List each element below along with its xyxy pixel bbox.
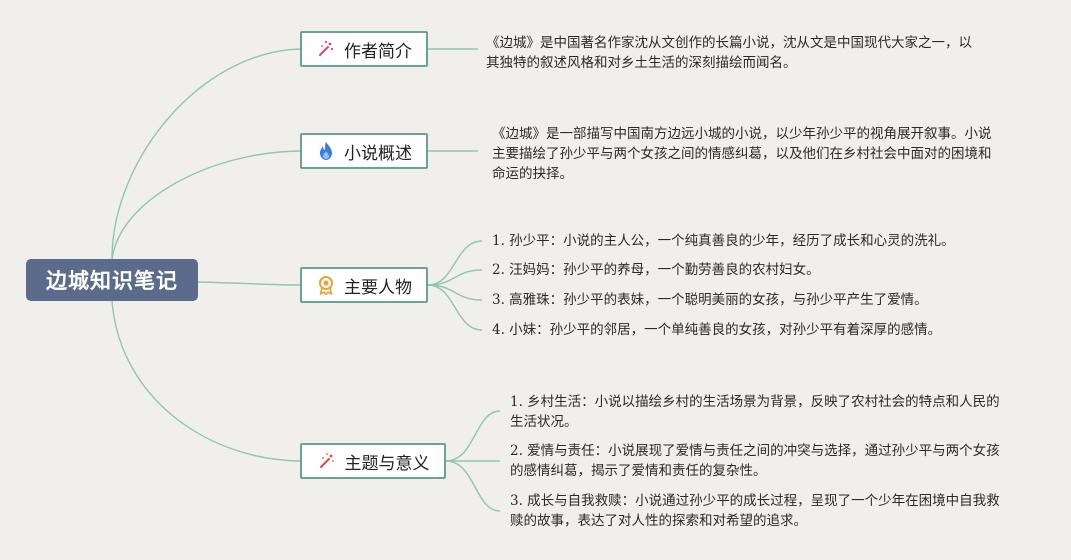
topic-label: 主题与意义 [344,453,430,474]
connector-root-topic-4 [111,300,301,462]
topic-author-intro[interactable]: 作者简介 [300,31,428,67]
root-topic[interactable]: 边城知识笔记 [26,259,198,301]
connector-topic-4-note-1 [445,410,501,462]
note-character-2: 2. 汪妈妈：孙少平的养母，一个勤劳善良的农村妇女。 [492,262,820,278]
note-character-3: 3. 高雅珠：孙少平的表妹，一个聪明美丽的女孩，与孙少平产生了爱情。 [492,292,928,308]
topic-novel-overview[interactable]: 小说概述 [300,133,428,169]
topic-main-characters[interactable]: 主要人物 [300,267,428,303]
topic-label: 作者简介 [344,41,412,62]
note-character-4: 4. 小妹：孙少平的邻居，一个单纯善良的女孩，对孙少平有着深厚的感情。 [492,322,942,338]
sparkle-wand-icon [316,39,336,59]
connector-root-topic-3 [197,281,301,286]
connector-root-topic-2 [111,150,301,260]
topic-theme-significance[interactable]: 主题与意义 [300,443,446,479]
connector-topic-3-note-1 [427,240,483,286]
note-theme-2: 2. 爱情与责任：小说展现了爱情与责任之间的冲突与选择，通过孙少平与两个女孩的感… [510,443,1000,479]
flame-icon [316,141,336,161]
award-medal-icon [316,275,336,295]
connector-topic-3-note-4 [427,284,483,331]
connector-topic-4-note-3 [445,460,501,512]
note-theme-3: 3. 成长与自我救赎：小说通过孙少平的成长过程，呈现了一个少年在困境中自我救赎的… [510,493,1000,529]
connector-topic-3-note-2 [427,269,483,286]
connector-root-topic-1 [111,48,301,260]
note-novel-overview: 《边城》是一部描写中国南方边远小城的小说，以少年孙少平的视角展开叙事。小说主要描… [492,126,992,182]
sparkle-wand-icon [317,451,337,471]
topic-label: 小说概述 [344,143,412,164]
note-theme-1: 1. 乡村生活：小说以描绘乡村的生活场景为背景，反映了农村社会的特点和人民的生活… [510,394,1000,430]
note-character-1: 1. 孙少平：小说的主人公，一个纯真善良的少年，经历了成长和心灵的洗礼。 [492,233,955,249]
topic-label: 主要人物 [344,277,412,298]
note-author-intro: 《边城》是中国著名作家沈从文创作的长篇小说，沈从文是中国现代大家之一，以其独特的… [486,35,972,71]
